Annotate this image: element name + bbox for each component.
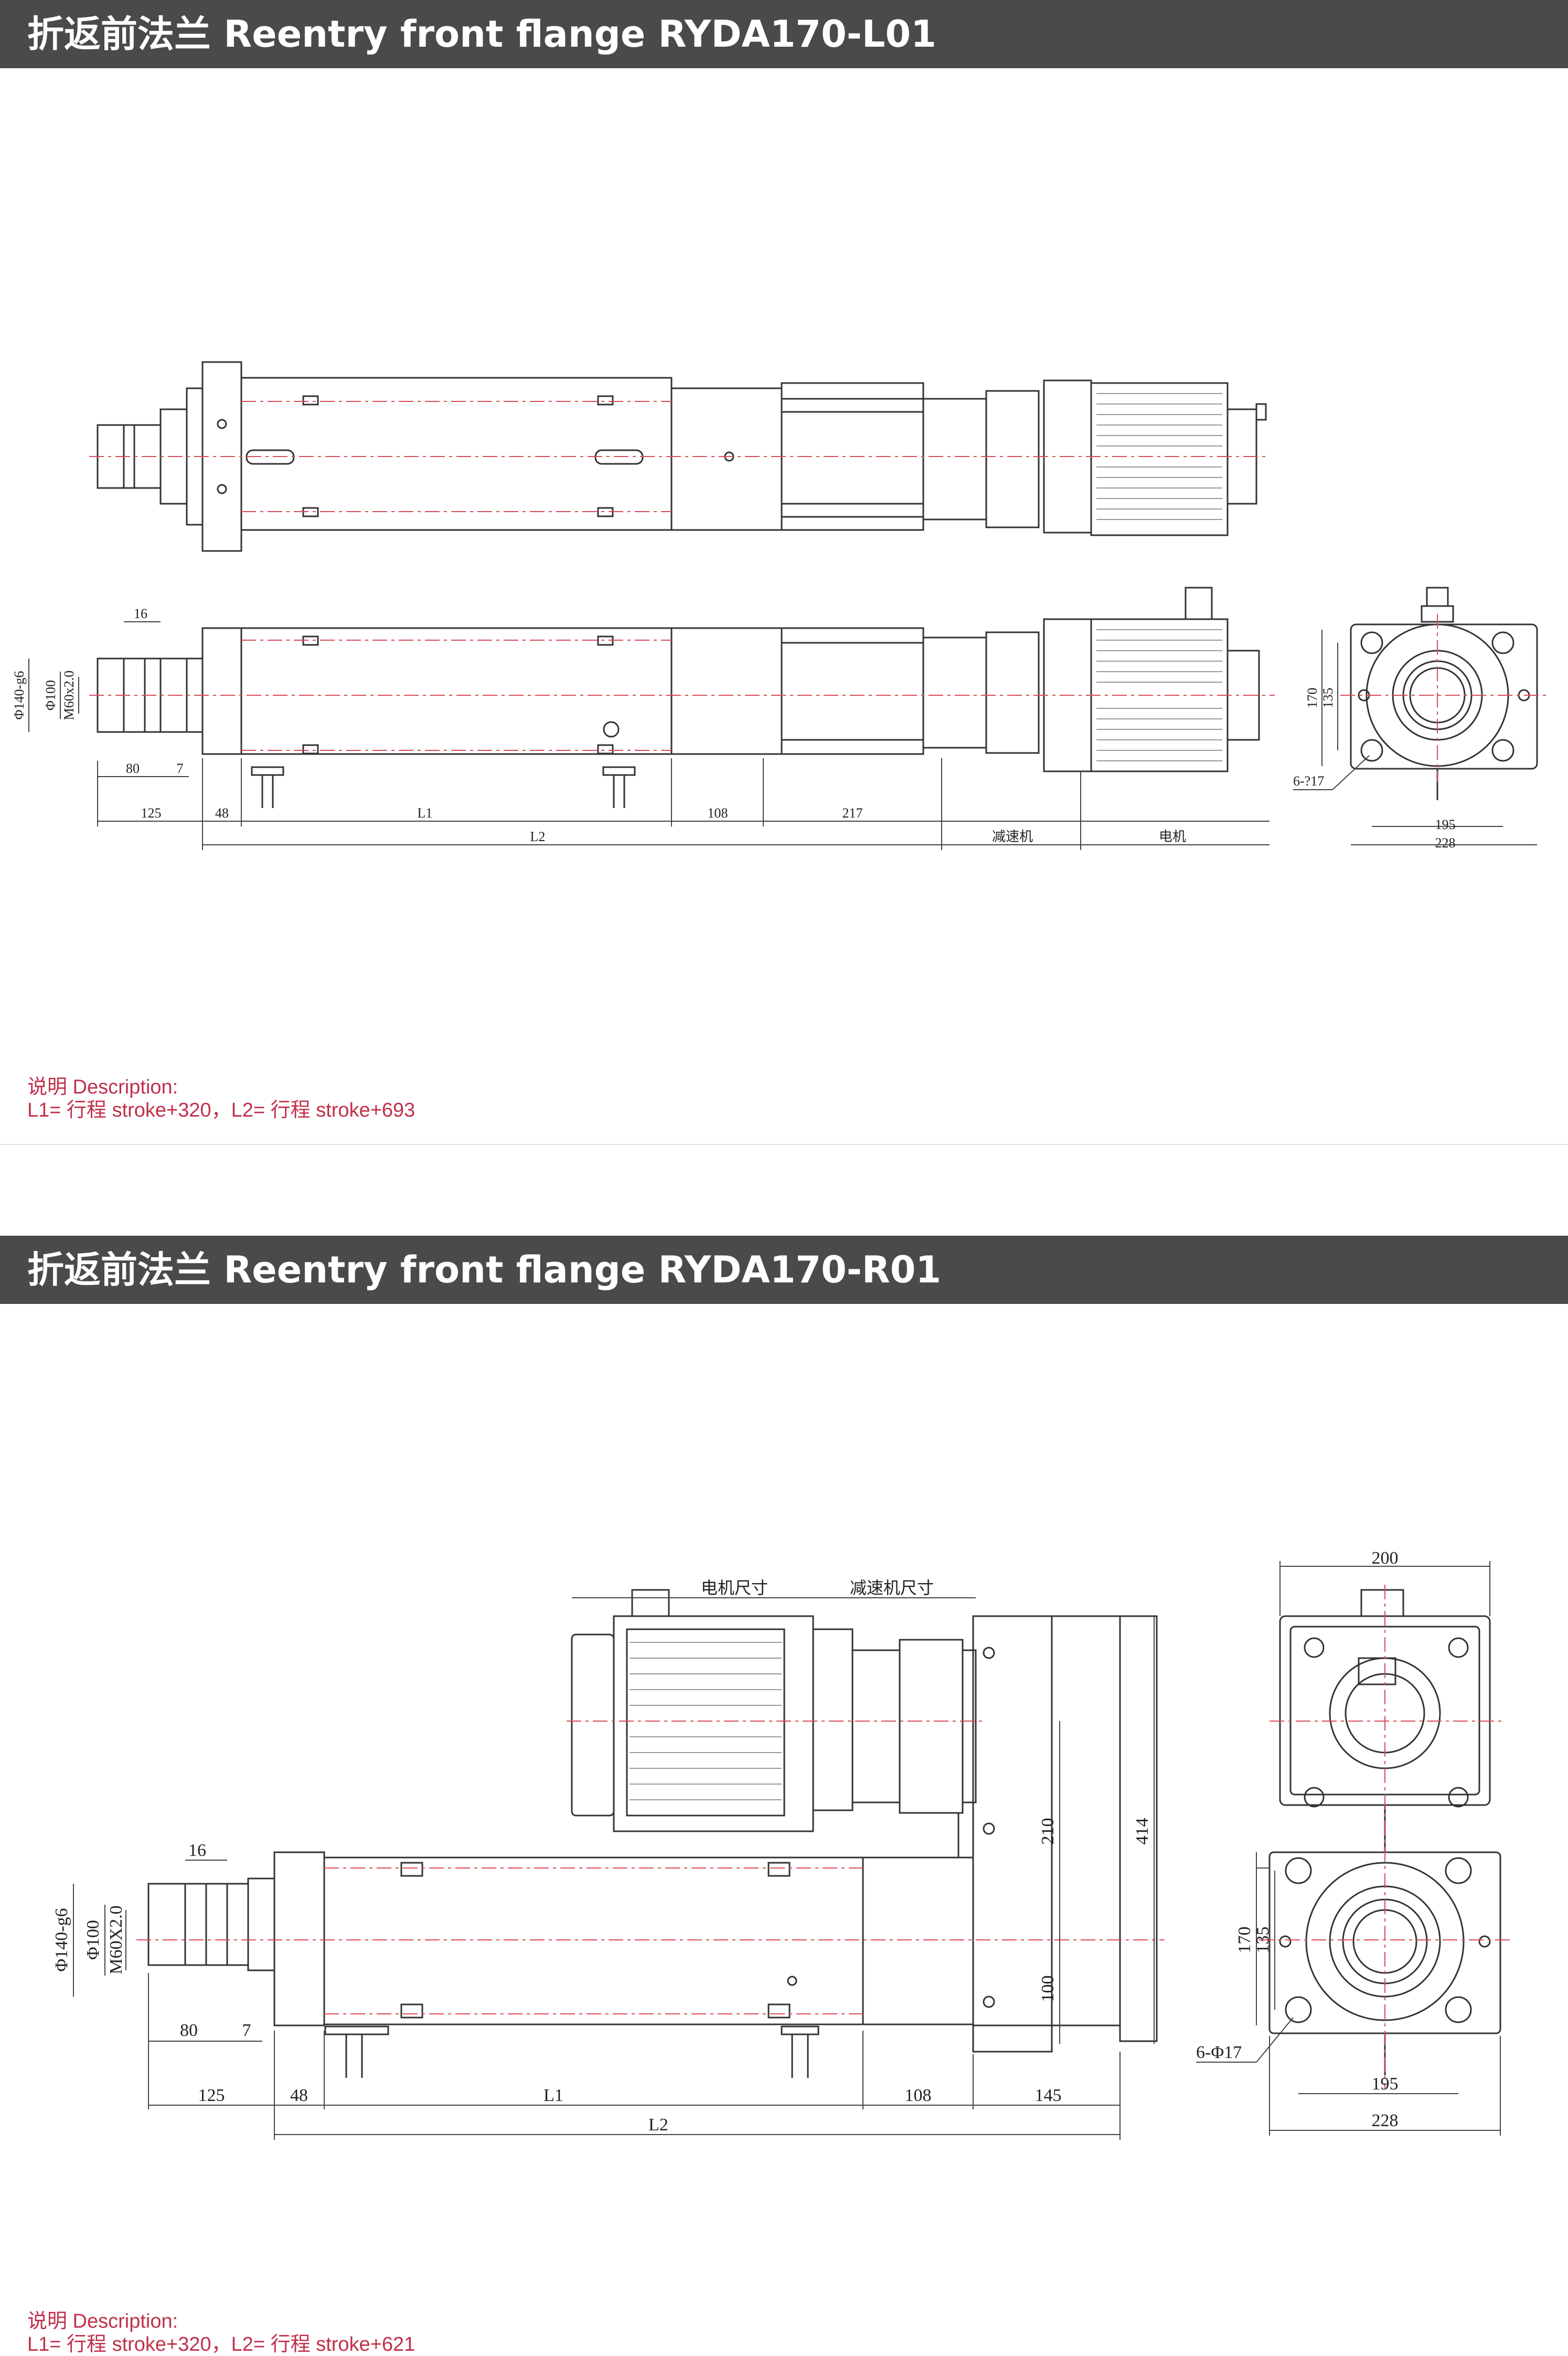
centerlines — [89, 401, 1548, 782]
section-divider — [0, 1144, 1568, 1145]
dim-135: 135 — [1253, 1927, 1273, 1954]
dim-80: 80 — [180, 2021, 198, 2040]
section-2-description: 说明 Description: L1= 行程 stroke+320，L2= 行程… — [27, 2310, 415, 2356]
dimension-lines — [28, 621, 1537, 850]
section-1-drawing: 16 Φ140-g6 Φ100 M60x2.0 80 7 125 48 L1 1… — [0, 68, 1568, 1065]
dim-m60: M60x2.0 — [61, 671, 77, 720]
dim-phi100: Φ100 — [83, 1920, 103, 1960]
dim-170: 170 — [1305, 688, 1320, 708]
dim-80: 80 — [126, 761, 140, 776]
dim-7: 7 — [242, 2021, 251, 2040]
dim-135: 135 — [1320, 688, 1336, 708]
dim-holes: 6-Φ17 — [1196, 2043, 1242, 2062]
section-2-description-text: L1= 行程 stroke+320，L2= 行程 stroke+621 — [27, 2333, 415, 2355]
dim-16: 16 — [134, 606, 147, 621]
dim-228: 228 — [1435, 835, 1456, 851]
section-2-header: 折返前法兰 Reentry front flange RYDA170-R01 — [0, 1236, 1568, 1304]
dim-l1: L1 — [543, 2086, 563, 2105]
label-motor-size: 电机尺寸 — [701, 1578, 768, 1598]
label-reducer-size: 减速机尺寸 — [850, 1578, 934, 1598]
label-reducer: 减速机 — [992, 829, 1033, 845]
motor-reducer-assembly — [571, 1589, 977, 1858]
dim-l2: L2 — [530, 829, 546, 844]
dim-16: 16 — [188, 1841, 206, 1860]
actuator-side-view-r01 — [147, 1615, 1158, 2078]
section-1-description-text: L1= 行程 stroke+320，L2= 行程 stroke+693 — [27, 1099, 415, 1121]
section-2-description-heading: 说明 Description: — [27, 2310, 178, 2332]
dim-217: 217 — [842, 805, 863, 821]
section-1-header: 折返前法兰 Reentry front flange RYDA170-L01 — [0, 0, 1568, 68]
dim-210: 210 — [1038, 1818, 1058, 1845]
section-1-description: 说明 Description: L1= 行程 stroke+320，L2= 行程… — [27, 1076, 415, 1122]
dim-125: 125 — [198, 2086, 225, 2105]
centerlines-r01 — [136, 1585, 1511, 2088]
dim-m60: M60X2.0 — [106, 1905, 126, 1974]
dim-125: 125 — [141, 805, 162, 821]
dim-phi140: Φ140-g6 — [52, 1908, 71, 1971]
dim-170: 170 — [1235, 1927, 1254, 1954]
dim-100: 100 — [1038, 1976, 1058, 2002]
section-2-title: 折返前法兰 Reentry front flange RYDA170-R01 — [27, 1248, 942, 1291]
dim-195: 195 — [1435, 817, 1456, 832]
dim-228: 228 — [1372, 2111, 1399, 2130]
dimension-lines-r01 — [73, 1561, 1501, 2140]
dim-195: 195 — [1372, 2074, 1399, 2094]
section-2-drawing: 电机尺寸 减速机尺寸 200 16 Φ140-g6 Φ100 M60X2.0 8… — [0, 1304, 1568, 2277]
section-1-description-heading: 说明 Description: — [27, 1076, 178, 1098]
dim-108: 108 — [708, 805, 728, 821]
dim-200: 200 — [1372, 1548, 1399, 1568]
actuator-side-view — [97, 587, 1260, 808]
section-1-title: 折返前法兰 Reentry front flange RYDA170-L01 — [27, 13, 936, 56]
dim-phi100: Φ100 — [43, 680, 58, 710]
label-motor: 电机 — [1159, 829, 1186, 845]
dim-48: 48 — [290, 2086, 308, 2105]
dim-holes: 6-?17 — [1293, 773, 1324, 789]
dim-phi140: Φ140-g6 — [12, 671, 27, 720]
dim-l2: L2 — [648, 2115, 668, 2135]
dim-108: 108 — [905, 2086, 932, 2105]
dim-145: 145 — [1035, 2086, 1062, 2105]
actuator-end-view — [1350, 587, 1538, 800]
dim-l1: L1 — [418, 805, 433, 821]
dim-7: 7 — [177, 761, 184, 776]
dim-48: 48 — [215, 805, 229, 821]
dim-414: 414 — [1133, 1818, 1152, 1845]
